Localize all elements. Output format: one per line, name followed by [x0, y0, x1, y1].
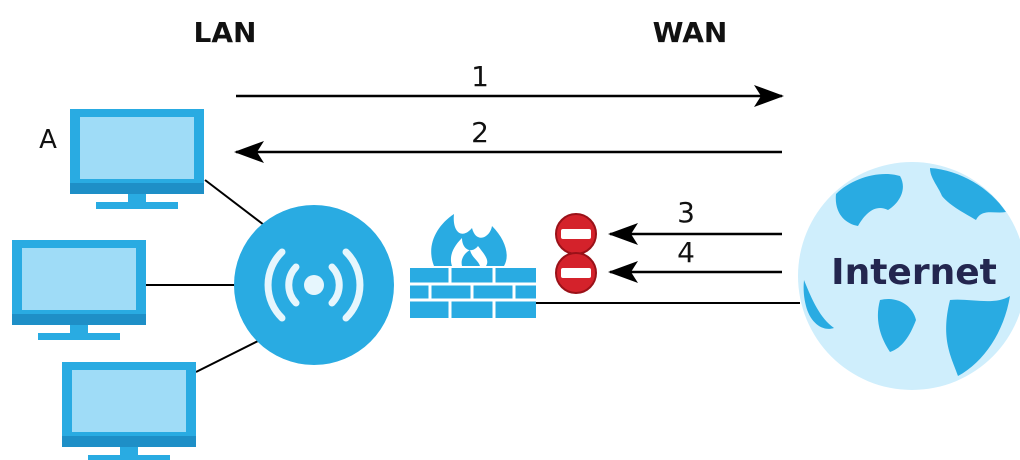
- no-entry-icon: [555, 252, 597, 294]
- flow-4: 4: [608, 236, 782, 283]
- monitor-icon: [62, 362, 196, 460]
- internet-label: Internet: [831, 252, 997, 293]
- no-entry-icon: [555, 213, 597, 255]
- firewall-icon: [410, 214, 536, 318]
- wan-zone-label: WAN: [653, 16, 728, 49]
- monitor-icon: [12, 240, 146, 340]
- flow-1: 1: [236, 60, 784, 107]
- internet-globe: Internet: [798, 162, 1020, 390]
- flow-3-label: 3: [677, 196, 695, 229]
- flow-3: 3: [608, 196, 782, 245]
- computer-a: A: [39, 109, 204, 209]
- computer-b: [12, 240, 146, 340]
- link-computer-a-to-ap: [204, 179, 269, 229]
- monitor-icon: [70, 109, 204, 209]
- flow-1-label: 1: [471, 60, 489, 93]
- flow-2: 2: [234, 116, 782, 163]
- computer-c: [62, 362, 196, 460]
- flow-4-label: 4: [677, 236, 695, 269]
- computer-a-label: A: [39, 125, 57, 155]
- flow-2-label: 2: [471, 116, 489, 149]
- globe-icon: [798, 162, 1020, 390]
- link-computer-c-to-ap: [195, 335, 269, 373]
- lan-zone-label: LAN: [194, 16, 257, 49]
- wireless-ap-icon: [234, 205, 394, 365]
